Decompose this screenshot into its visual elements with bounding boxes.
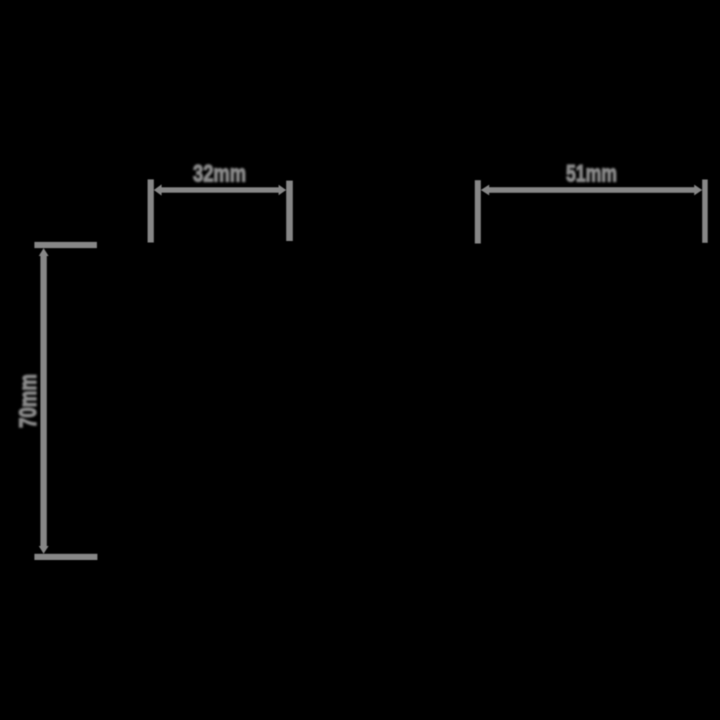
svg-text:70mm: 70mm — [15, 374, 42, 428]
svg-text:32mm: 32mm — [193, 161, 246, 188]
svg-text:51mm: 51mm — [566, 161, 617, 188]
